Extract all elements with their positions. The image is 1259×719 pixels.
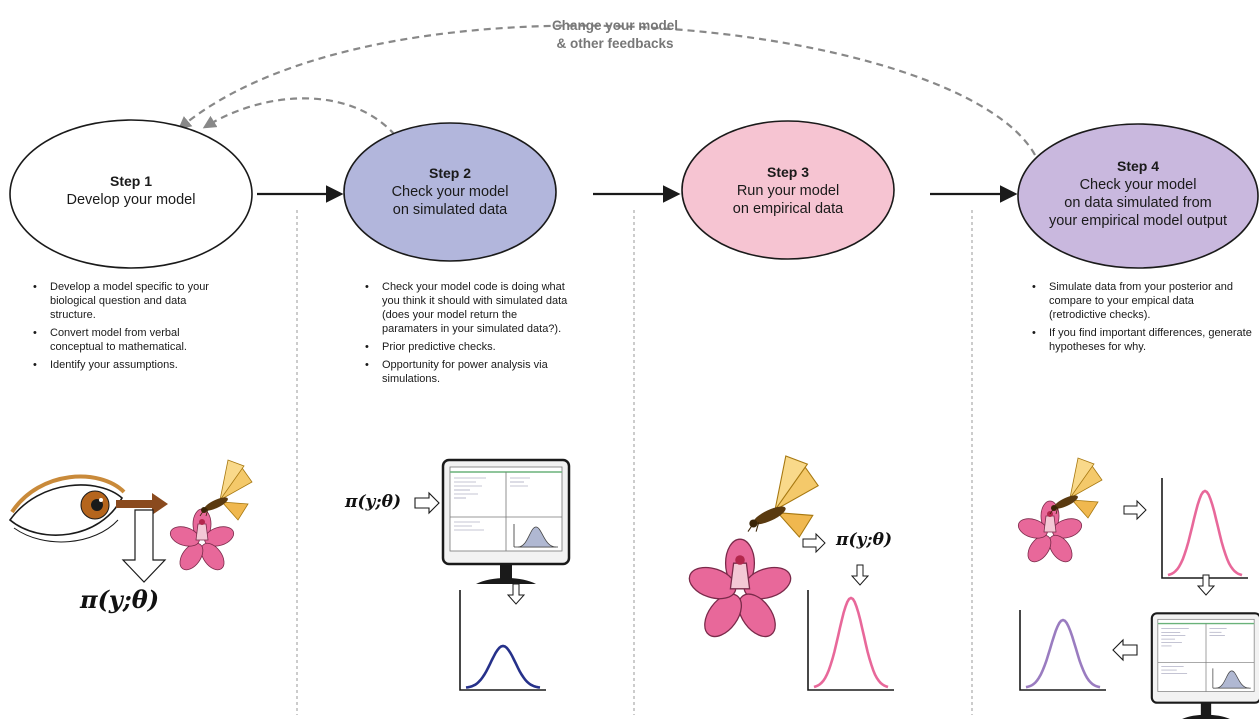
- eye-icon: [8, 474, 126, 543]
- left-hollow-arrow: [1112, 638, 1138, 662]
- right-hollow-arrow: [414, 491, 440, 515]
- eye-to-flower-arrow: [116, 493, 168, 515]
- right-hollow-arrow: [1123, 500, 1147, 520]
- step4-line: Check your model: [1079, 176, 1197, 193]
- flower-icon: [684, 538, 796, 644]
- butterfly-icon: [1049, 457, 1103, 519]
- down-hollow-arrow: [851, 564, 869, 586]
- feedback-label-line1: Change your model: [551, 18, 678, 33]
- step2-label: Step 2 Check your model on simulated dat…: [345, 156, 555, 226]
- step3-ellipse: [681, 120, 895, 260]
- step3-label: Step 3 Run your model on empirical data: [683, 155, 893, 225]
- computer-monitor-icon: [1150, 612, 1259, 719]
- step1-bullets: Develop a model specific to your biologi…: [30, 280, 230, 376]
- density-curve-icon: [807, 589, 895, 691]
- step1-ellipse: [9, 119, 253, 269]
- bullet-item: Simulate data from your posterior and co…: [1029, 280, 1253, 322]
- feedback-arc-outer: [177, 24, 1036, 156]
- step3-line: on empirical data: [732, 200, 844, 217]
- step1-title: Step 1: [109, 172, 152, 189]
- formula-step1: π(y;θ): [80, 585, 160, 614]
- step4-label: Step 4 Check your model on data simulate…: [1018, 150, 1258, 236]
- step4-ellipse: [1017, 123, 1259, 269]
- step4-bullets: Simulate data from your posterior and co…: [1029, 280, 1253, 358]
- step1-line: Develop your model: [66, 191, 196, 208]
- step2-title: Step 2: [428, 164, 471, 181]
- step3-title: Step 3: [766, 163, 809, 180]
- down-hollow-arrow: [507, 583, 525, 605]
- step3-line: Run your model: [736, 182, 840, 199]
- bullet-item: Check your model code is doing what you …: [362, 280, 572, 336]
- feedback-label: Change your model & other feedbacks: [505, 17, 725, 53]
- flower-icon: [1015, 500, 1085, 567]
- step2-bullets: Check your model code is doing what you …: [362, 280, 572, 390]
- bullet-item: Prior predictive checks.: [362, 340, 572, 354]
- step4-title: Step 4: [1116, 157, 1159, 174]
- formula-step2: π(y;θ): [345, 492, 402, 512]
- bullet-item: Identify your assumptions.: [30, 358, 230, 372]
- flower-icon: [167, 508, 237, 575]
- step1-label: Step 1 Develop your model: [21, 160, 241, 220]
- bullet-item: If you find important differences, gener…: [1029, 326, 1253, 354]
- step2-line: on simulated data: [392, 201, 508, 218]
- butterfly-icon: [199, 459, 253, 521]
- density-curve-icon: [1161, 477, 1249, 579]
- formula-step3: π(y;θ): [836, 530, 893, 550]
- feedback-label-line2: & other feedbacks: [556, 36, 674, 51]
- step2-line: Check your model: [391, 183, 509, 200]
- step2-ellipse: [343, 122, 557, 262]
- computer-monitor-icon: [441, 458, 571, 586]
- bullet-item: Develop a model specific to your biologi…: [30, 280, 230, 322]
- density-curve-icon: [1019, 610, 1106, 691]
- density-curve-icon: [459, 589, 547, 691]
- butterfly-icon: [747, 455, 819, 538]
- feedback-arc-inner: [202, 97, 396, 136]
- bullet-item: Convert model from verbal conceptual to …: [30, 326, 230, 354]
- down-hollow-arrow: [121, 509, 167, 583]
- bullet-item: Opportunity for power analysis via simul…: [362, 358, 572, 386]
- step4-line: on data simulated from: [1064, 194, 1212, 211]
- step4-line: your empirical model output: [1048, 212, 1228, 229]
- right-hollow-arrow: [802, 533, 826, 553]
